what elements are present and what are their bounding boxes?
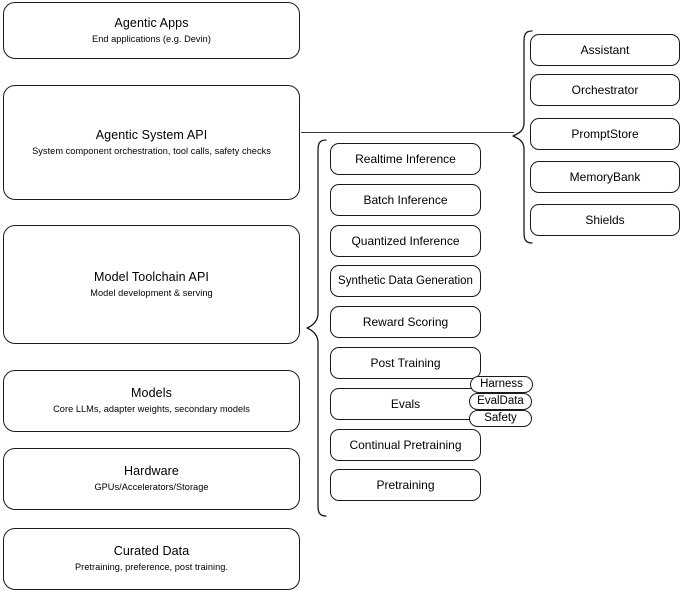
capability-chip-quantized-inference[interactable]: Quantized Inference (330, 225, 481, 257)
capability-chip-evals[interactable]: Evals (330, 388, 481, 420)
layer-title: Agentic System API (95, 127, 208, 142)
layer-box-models[interactable]: Models Core LLMs, adapter weights, secon… (3, 370, 300, 432)
connector-system-api-to-components (301, 132, 514, 134)
layer-box-curated-data[interactable]: Curated Data Pretraining, preference, po… (3, 528, 300, 590)
layer-title: Curated Data (113, 544, 190, 558)
capability-chip-synthetic-data-generation[interactable]: Synthetic Data Generation (330, 265, 481, 297)
layer-box-agentic-system-api[interactable]: Agentic System API System component orch… (3, 85, 300, 200)
evals-subcomponent-harness[interactable]: Harness (470, 376, 533, 393)
layer-subtitle: GPUs/Accelerators/Storage (94, 482, 209, 492)
system-component-chip-memorybank[interactable]: MemoryBank (530, 161, 680, 193)
capability-chip-reward-scoring[interactable]: Reward Scoring (330, 306, 481, 338)
brace-toolchain-capabilities (306, 139, 327, 517)
evals-subcomponent-safety[interactable]: Safety (469, 410, 532, 427)
layer-box-agentic-apps[interactable]: Agentic Apps End applications (e.g. Devi… (3, 2, 300, 59)
layer-subtitle: End applications (e.g. Devin) (92, 33, 211, 44)
layer-box-hardware[interactable]: Hardware GPUs/Accelerators/Storage (3, 448, 300, 510)
layer-subtitle: Pretraining, preference, post training. (74, 562, 229, 572)
system-component-chip-shields[interactable]: Shields (530, 204, 680, 236)
layer-subtitle: Core LLMs, adapter weights, secondary mo… (53, 404, 250, 414)
layer-title: Model Toolchain API (94, 269, 209, 284)
evals-subcomponent-evaldata[interactable]: EvalData (469, 393, 532, 410)
capability-chip-batch-inference[interactable]: Batch Inference (330, 184, 481, 216)
layer-box-model-toolchain-api[interactable]: Model Toolchain API Model development & … (3, 225, 300, 344)
capability-chip-realtime-inference[interactable]: Realtime Inference (330, 143, 481, 175)
layer-title: Hardware (124, 464, 179, 478)
layer-title: Agentic Apps (114, 15, 189, 30)
capability-chip-pretraining[interactable]: Pretraining (330, 469, 481, 501)
layer-subtitle: Model development & serving (90, 287, 213, 298)
layer-subtitle: System component orchestration, tool cal… (32, 145, 271, 156)
system-component-chip-assistant[interactable]: Assistant (530, 34, 680, 66)
capability-chip-post-training[interactable]: Post Training (330, 347, 481, 379)
layer-title: Models (131, 386, 172, 400)
system-component-chip-orchestrator[interactable]: Orchestrator (530, 74, 680, 106)
brace-system-components (512, 30, 533, 244)
capability-chip-continual-pretraining[interactable]: Continual Pretraining (330, 429, 481, 461)
system-component-chip-promptstore[interactable]: PromptStore (530, 118, 680, 150)
